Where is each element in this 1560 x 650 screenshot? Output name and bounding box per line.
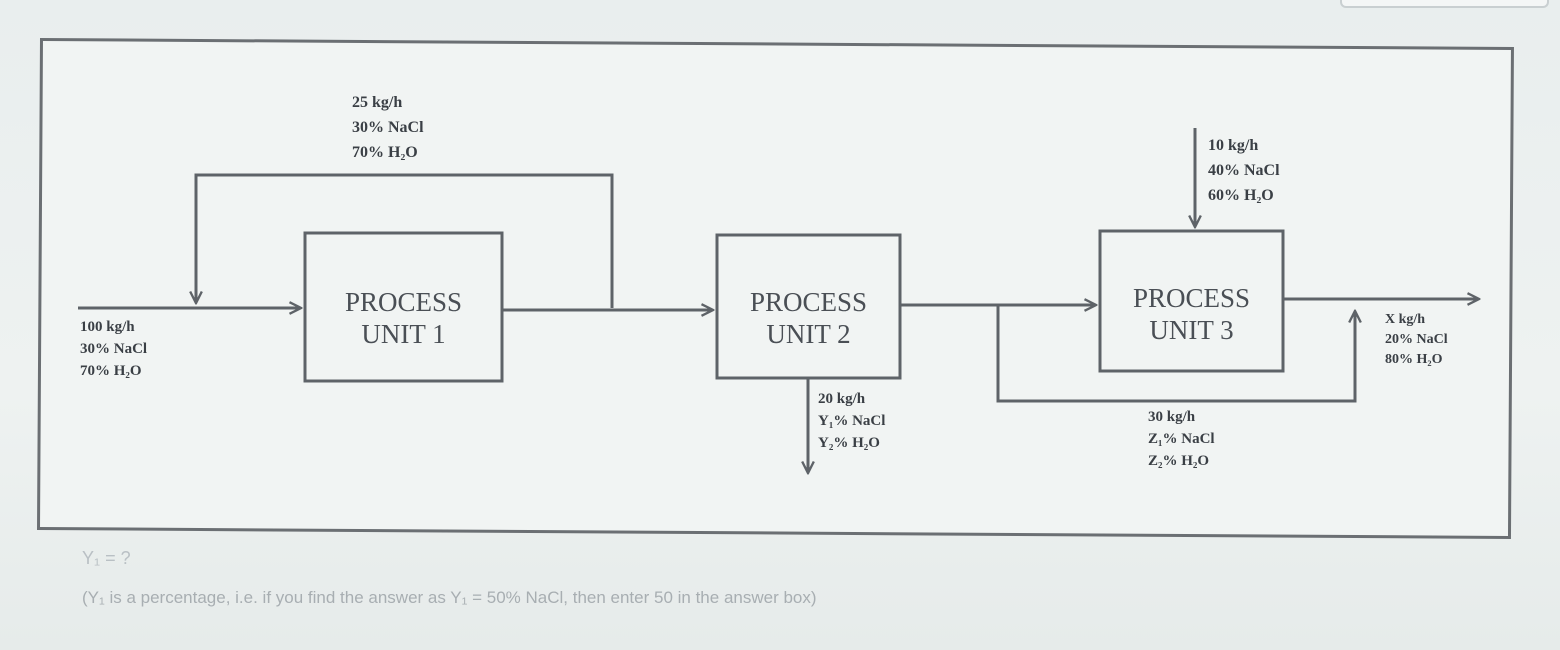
instruction-note: (Y₁ is a percentage, i.e. if you find th…	[82, 588, 817, 607]
answer-input-box[interactable]	[1340, 0, 1549, 8]
question-text: Y₁ = ?	[82, 548, 131, 568]
process-unit-1-box	[303, 231, 504, 383]
process-unit-3-box	[1098, 229, 1285, 373]
recycle-loop	[196, 173, 614, 308]
bypass-line	[996, 305, 1355, 403]
